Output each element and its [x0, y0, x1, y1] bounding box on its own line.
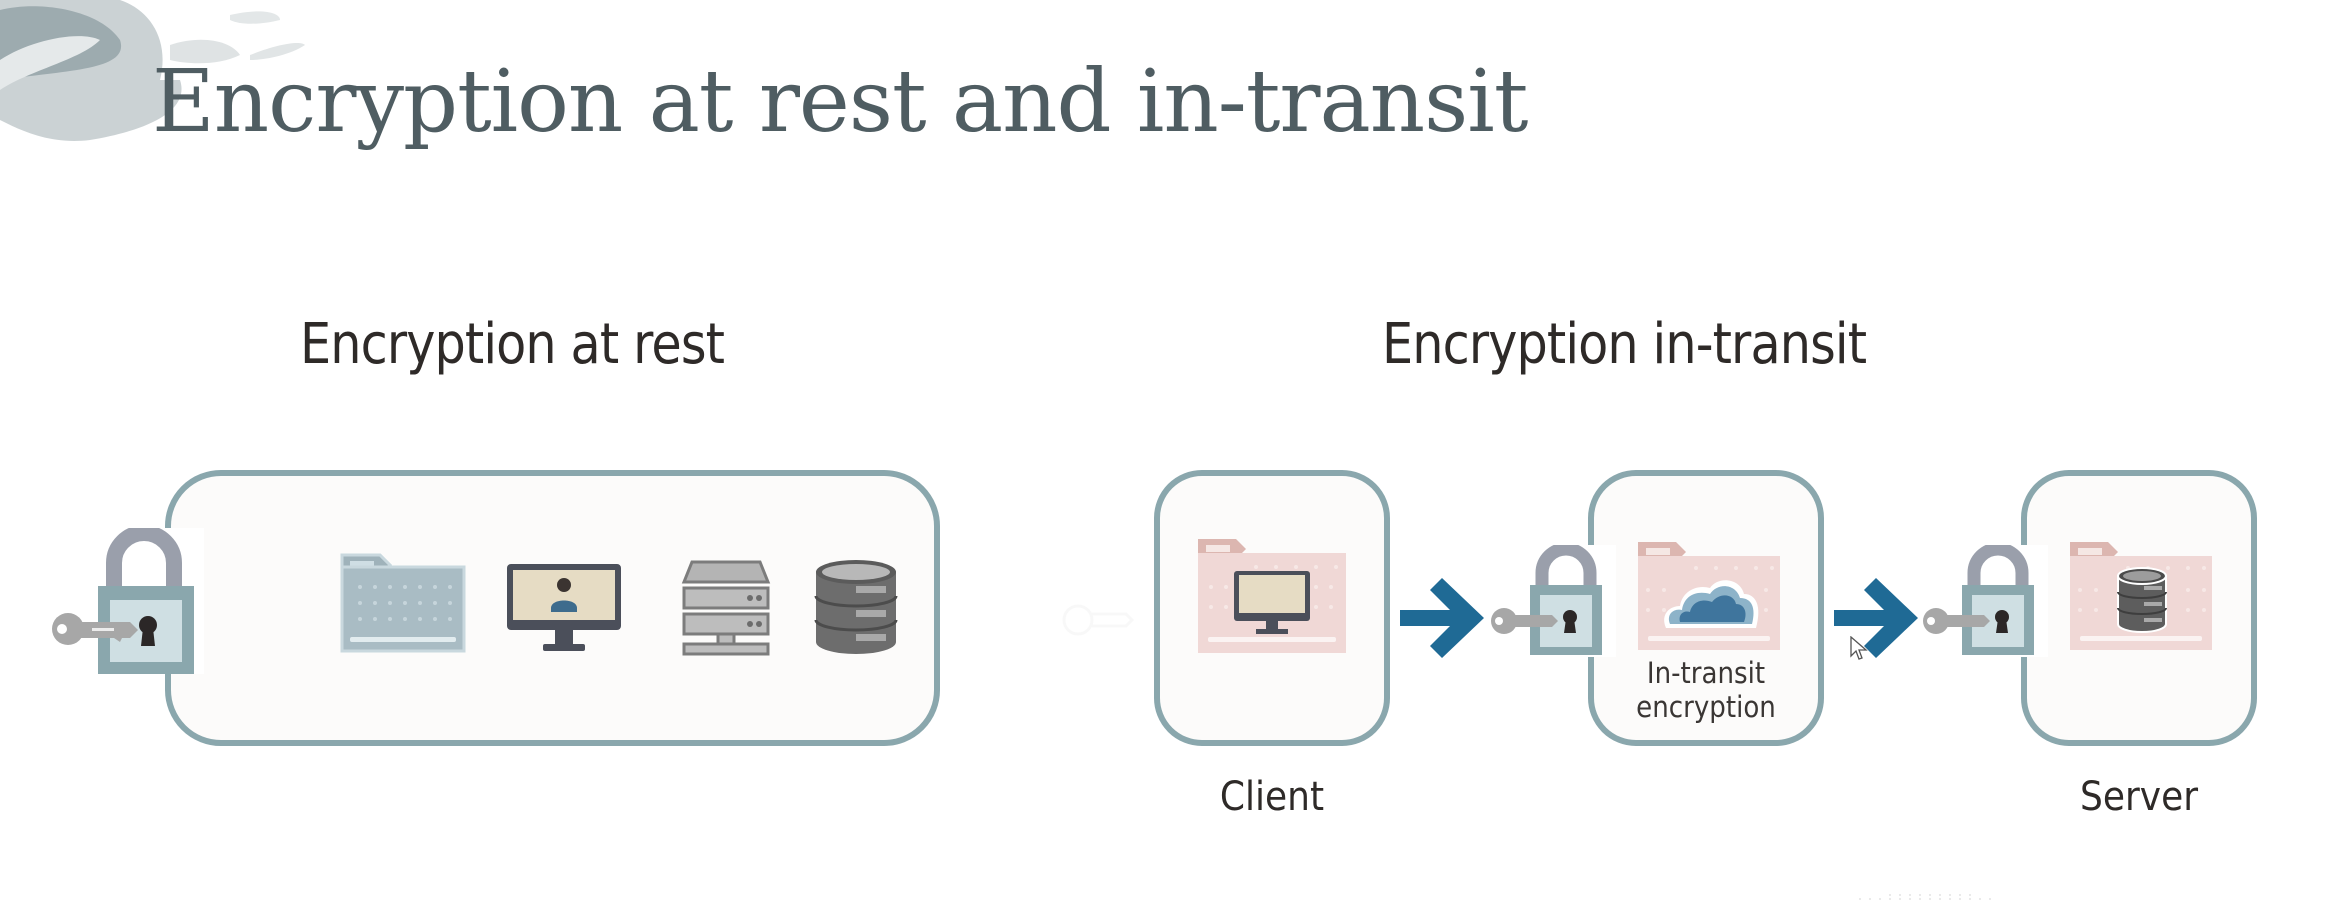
in-transit-caption: In-transit encryption: [1636, 656, 1776, 724]
client-caption: Client: [1219, 774, 1325, 820]
padlock-key-icon: [1923, 545, 2048, 657]
server-caption: Server: [2079, 774, 2199, 820]
padlock-key-icon: [1491, 545, 1616, 657]
transit-folder-cloud-icon: [1638, 542, 1780, 650]
slide-title: Encryption at rest and in-transit: [152, 52, 1528, 152]
mouse-cursor-icon: [1850, 636, 1868, 660]
decorative-dots: [1859, 894, 1991, 900]
decorative-brush-stroke: [0, 0, 305, 141]
heading-encryption-at-rest: Encryption at rest: [300, 312, 725, 377]
at-rest-container: [165, 470, 940, 746]
heading-encryption-in-transit: Encryption in-transit: [1382, 312, 1867, 377]
server-folder-database-icon: [2070, 542, 2212, 650]
folder-icon: [340, 553, 466, 653]
arrow-right-icon: [1400, 578, 1484, 658]
arrow-right-icon: [1834, 578, 1918, 658]
server-icon: [681, 560, 771, 656]
database-icon: [814, 560, 898, 654]
padlock-key-icon: [52, 528, 204, 674]
faint-key-icon: [1062, 604, 1135, 636]
client-folder-monitor-icon: [1198, 539, 1346, 653]
monitor-user-icon: [507, 564, 621, 651]
